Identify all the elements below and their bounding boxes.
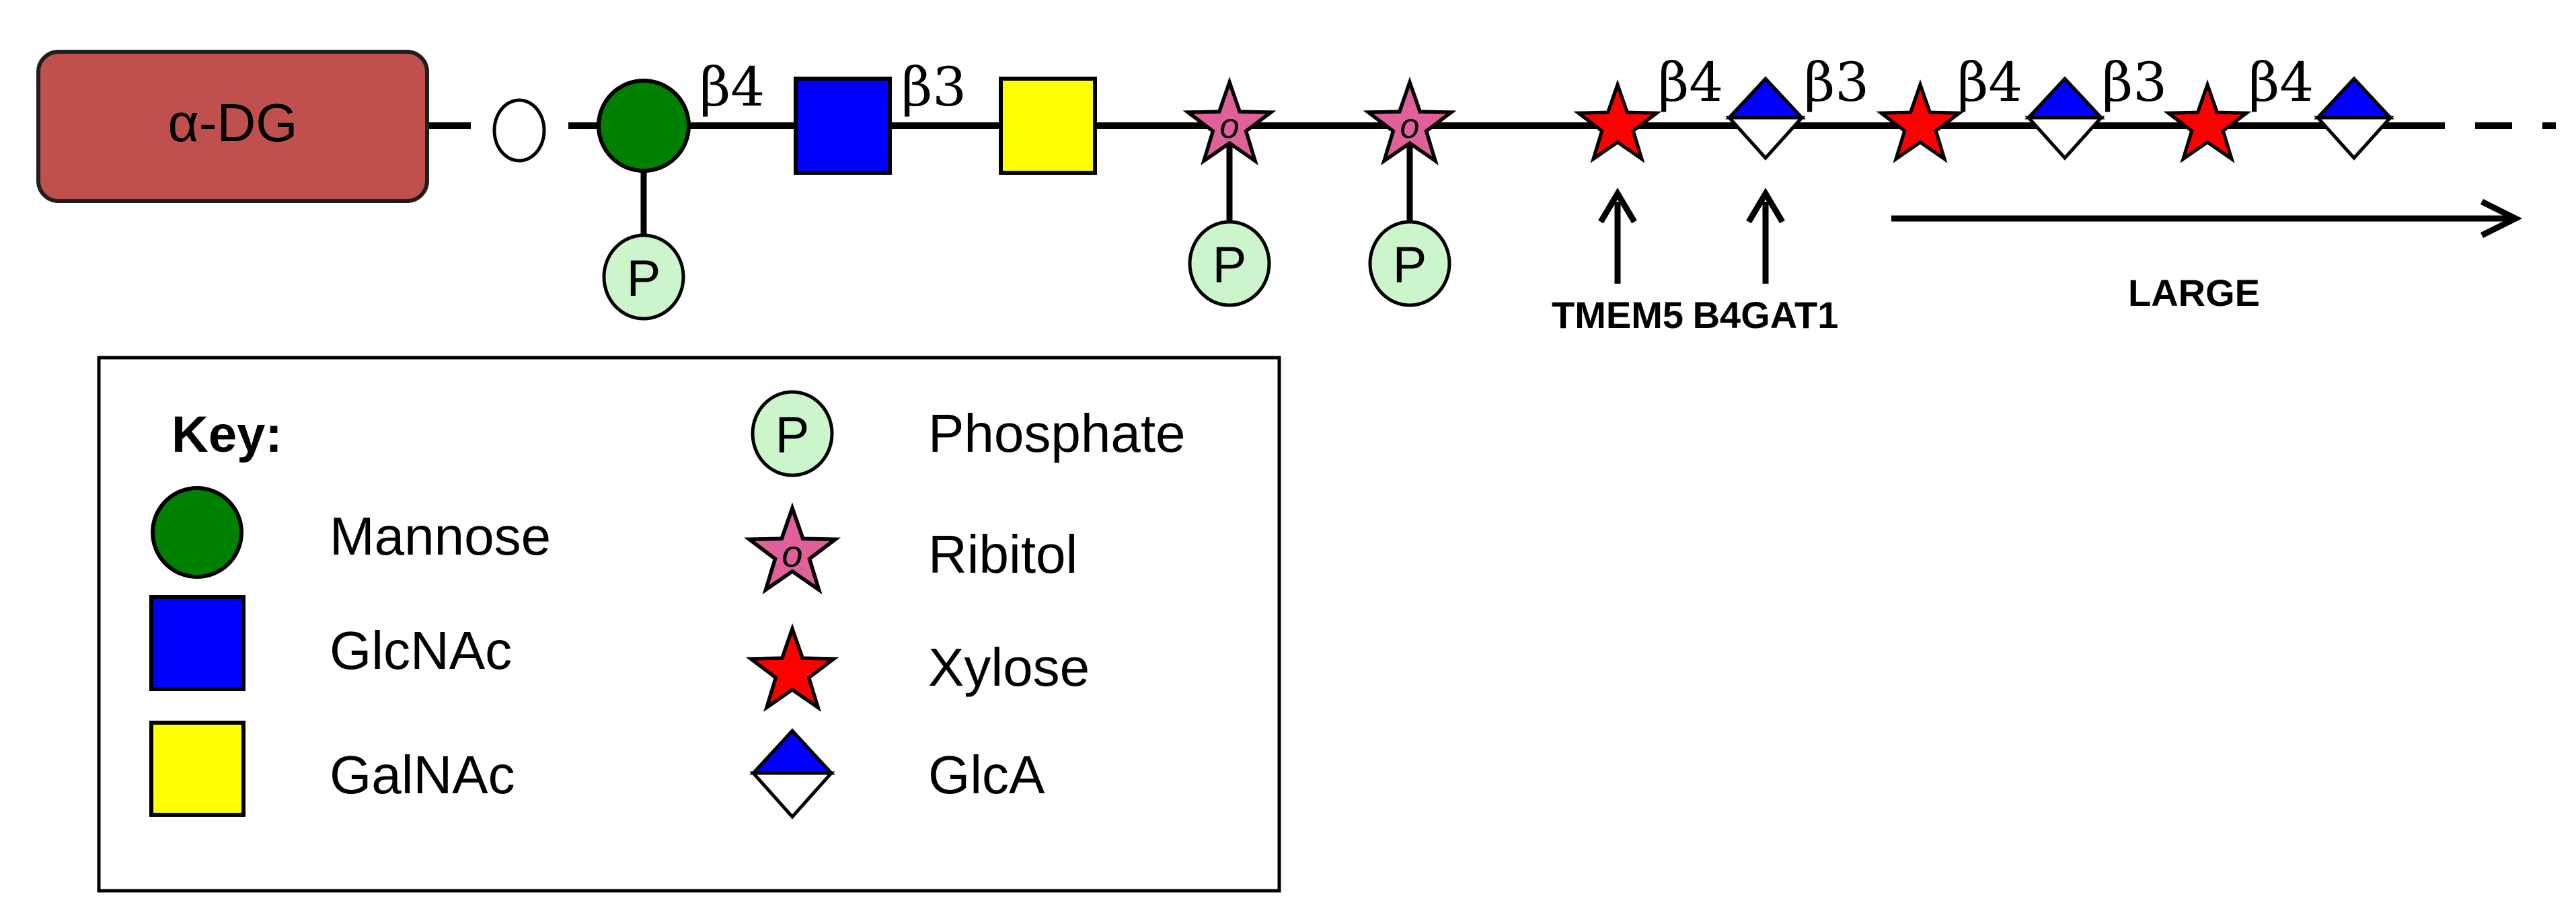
alpha-dg-box [36, 50, 429, 203]
glca-residue-2 [2024, 76, 2105, 161]
xylose-residue-3 [2168, 85, 2246, 159]
tmem5-arrow [1598, 188, 1637, 284]
b4gat1-arrow [1746, 188, 1785, 284]
large-arrow [1891, 198, 2523, 239]
ribitol-2-phosphate-label: P [1393, 237, 1427, 294]
legend-ribitol-symbol: o [782, 532, 802, 575]
tmem5-label: TMEM5 [1552, 294, 1683, 336]
legend-galnac-label: GalNAc [330, 745, 515, 805]
linkage-xyl-glca-2: β4 [1957, 51, 2022, 114]
ribitol-1-phosphate [1188, 220, 1271, 307]
linkage-xyl-glca-1: β4 [1658, 51, 1723, 114]
linkage-glca-xyl-2: β3 [2102, 51, 2167, 114]
legend-phosphate-label: Phosphate [928, 403, 1186, 463]
xylose-residue-2 [1881, 85, 1959, 159]
linkage-glca-xyl-1: β3 [1804, 51, 1869, 114]
ribitol-1-label: o [1220, 107, 1240, 146]
mannose-phosphate-label: P [627, 250, 661, 307]
legend-box [97, 356, 1281, 893]
legend-galnac-icon [149, 721, 245, 817]
legend-glca-label: GlcA [928, 745, 1045, 805]
legend-title: Key: [172, 406, 282, 463]
legend-mannose-label: Mannose [330, 506, 551, 566]
mannose-residue [597, 79, 691, 173]
alpha-dg-protein: α-DG [36, 50, 429, 203]
legend-phosphate-icon [751, 390, 834, 477]
galnac-residue [999, 77, 1097, 175]
legend-mannose-icon [151, 486, 243, 579]
legend-glcnac-icon [149, 595, 245, 691]
legend-glca-icon [749, 728, 835, 819]
glcnac-residue [794, 77, 892, 175]
mannose-phosphate [602, 233, 685, 321]
ribitol-1-phosphate-label: P [1213, 237, 1247, 294]
xylose-residue-1 [1579, 85, 1657, 159]
b4gat1-label: B4GAT1 [1693, 294, 1839, 336]
large-label: LARGE [2128, 272, 2260, 314]
ribitol-2-label: o [1400, 107, 1420, 146]
linkage-glcnac-galnac: β3 [901, 56, 967, 118]
legend-ribitol-label: Ribitol [928, 524, 1077, 584]
legend: Key: Mannose GlcNAc GalNAc P Phosphate o… [97, 356, 1281, 893]
legend-glcnac-label: GlcNAc [330, 620, 512, 680]
unknown-sugar-open-circle [492, 98, 546, 163]
linkage-man-glcnac: β4 [699, 56, 765, 118]
alpha-dg-label: α-DG [168, 93, 298, 153]
legend-xylose-label: Xylose [928, 637, 1090, 697]
ribitol-2-phosphate [1368, 220, 1451, 307]
legend-phosphate-symbol: P [775, 407, 810, 464]
glca-residue-3 [2314, 76, 2394, 161]
glca-residue-1 [1725, 76, 1806, 161]
linkage-xyl-glca-3: β4 [2248, 51, 2314, 114]
